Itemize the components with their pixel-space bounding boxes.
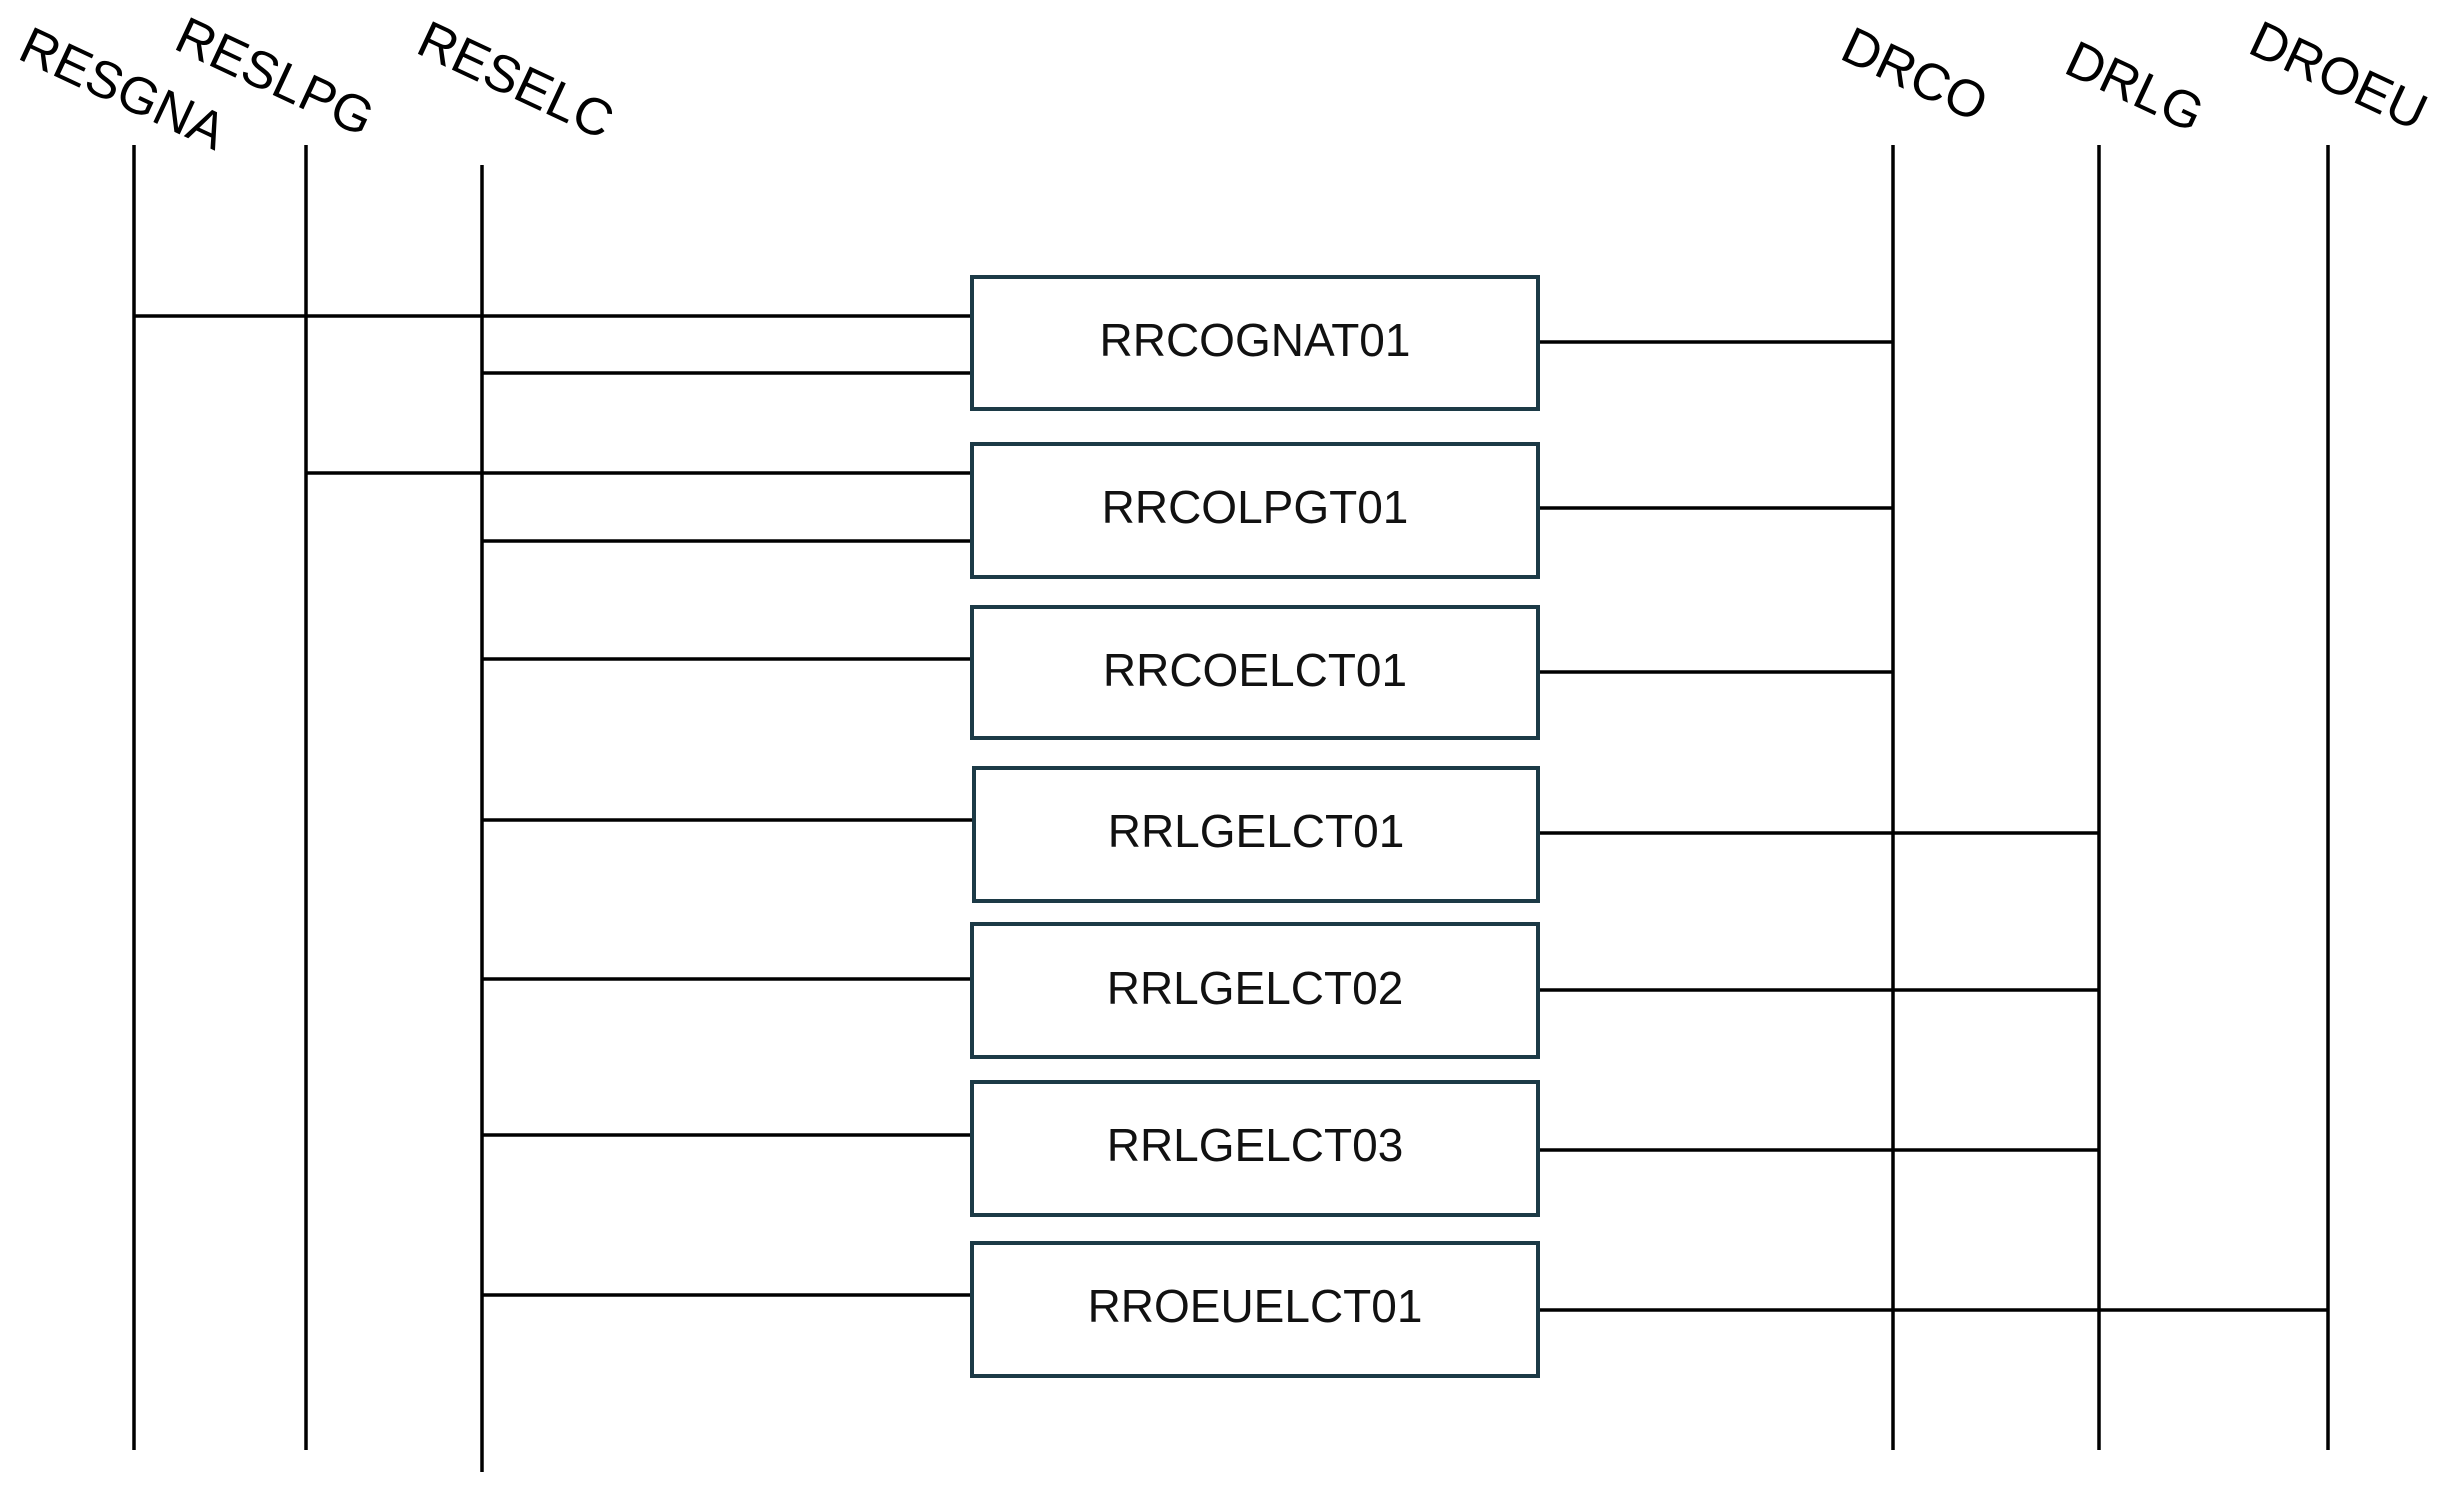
process-box-rrlgelct03: RRLGELCT03 <box>970 1080 1540 1217</box>
process-box-label: RRCOLPGT01 <box>1102 481 1409 533</box>
bus-label-reselc: RESELC <box>409 10 622 151</box>
process-box-rrlgelct02: RRLGELCT02 <box>970 922 1540 1059</box>
process-box-rrcognat01: RRCOGNAT01 <box>970 275 1540 411</box>
bus-label-drlg: DRLG <box>2057 30 2212 144</box>
process-box-label: RRLGELCT01 <box>1108 805 1405 857</box>
process-box-frame <box>970 922 1540 1059</box>
process-box-label: RROEUELCT01 <box>1088 1280 1423 1332</box>
process-box-label: RRLGELCT02 <box>1107 962 1404 1014</box>
process-box-rroeuelct01: RROEUELCT01 <box>970 1241 1540 1378</box>
process-box-rrcoelct01: RRCOELCT01 <box>970 605 1540 740</box>
process-box-frame <box>970 1080 1540 1217</box>
bus-label-drco: DRCO <box>1833 16 1996 133</box>
process-box-frame <box>970 605 1540 740</box>
process-box-label: RRCOGNAT01 <box>1100 314 1411 366</box>
process-box-frame <box>970 1241 1540 1378</box>
bus-label-droeu: DROEU <box>2241 10 2436 142</box>
process-box-rrcolpgt01: RRCOLPGT01 <box>970 442 1540 579</box>
process-box-frame <box>970 275 1540 411</box>
process-box-label: RRCOELCT01 <box>1103 644 1407 696</box>
process-box-frame <box>972 766 1540 903</box>
process-box-label: RRLGELCT03 <box>1107 1119 1404 1171</box>
process-box-frame <box>970 442 1540 579</box>
process-box-rrlgelct01: RRLGELCT01 <box>972 766 1540 903</box>
